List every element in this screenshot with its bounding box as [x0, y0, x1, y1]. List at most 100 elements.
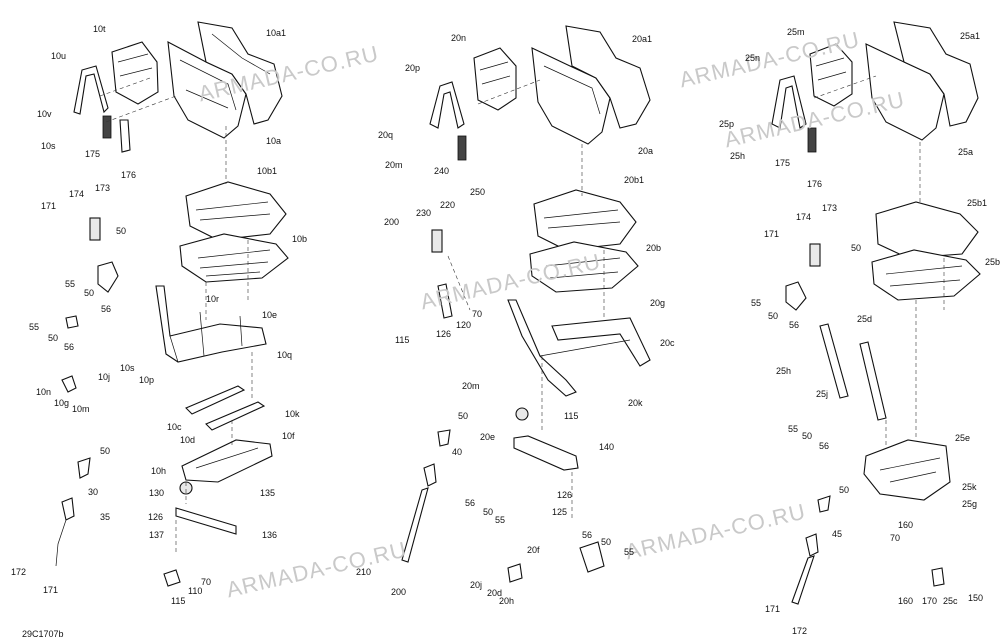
part-label: 10c — [167, 422, 182, 432]
part-label: 25h — [776, 366, 792, 376]
panel-2-artwork — [401, 25, 651, 583]
part-label: 125 — [552, 507, 568, 517]
part-label: 210 — [356, 567, 372, 577]
part-label: 45 — [832, 529, 843, 539]
part-label: 150 — [968, 593, 984, 603]
part-label: 220 — [440, 200, 456, 210]
part-label: 20e — [480, 432, 496, 442]
part-label: 35 — [100, 512, 111, 522]
part-label: 10e — [262, 310, 278, 320]
part-label: 20n — [451, 33, 467, 43]
part-label: 25a1 — [960, 31, 981, 41]
part-label: 55 — [788, 424, 799, 434]
part-label: 50 — [116, 226, 127, 236]
part-label: 10k — [285, 409, 300, 419]
part-label: 126 — [148, 512, 164, 522]
part-label: 25h — [730, 151, 746, 161]
part-label: 25n — [745, 53, 761, 63]
part-label: 25j — [816, 389, 829, 399]
part-label: 20h — [499, 596, 515, 606]
part-label: 10j — [98, 372, 111, 382]
part-label: 10t — [93, 24, 106, 34]
part-label: 140 — [599, 442, 615, 452]
part-label: 56 — [819, 441, 830, 451]
part-label: 135 — [260, 488, 276, 498]
part-label: 10f — [282, 431, 295, 441]
part-label: 174 — [796, 212, 812, 222]
part-label: 25c — [943, 596, 958, 606]
part-label: 126 — [436, 329, 452, 339]
part-label: 25b1 — [967, 198, 988, 208]
part-label: 126 — [557, 490, 573, 500]
part-label: 25m — [787, 27, 805, 37]
part-label: 55 — [65, 279, 76, 289]
part-label: 50 — [458, 411, 469, 421]
part-label: 200 — [384, 217, 400, 227]
part-label: 176 — [807, 179, 823, 189]
part-label: 25b — [985, 257, 1000, 267]
part-label: 171 — [43, 585, 59, 595]
part-label: 56 — [582, 530, 593, 540]
part-label: 25d — [857, 314, 873, 324]
part-label: 10b1 — [257, 166, 278, 176]
part-label: 250 — [470, 187, 486, 197]
part-label: 115 — [564, 411, 579, 421]
part-label: 10b — [292, 234, 308, 244]
part-label: 40 — [452, 447, 463, 457]
part-label: 10v — [37, 109, 52, 119]
part-label: 175 — [775, 158, 791, 168]
part-label: 20m — [385, 160, 403, 170]
part-label: 10d — [180, 435, 196, 445]
part-label: 25g — [962, 499, 978, 509]
part-label: 20k — [628, 398, 643, 408]
part-label: 20m — [462, 381, 480, 391]
part-label: 230 — [416, 208, 432, 218]
part-label: 25a — [958, 147, 974, 157]
part-label: 70 — [201, 577, 212, 587]
part-label: 240 — [434, 166, 450, 176]
part-label: 10s — [41, 141, 56, 151]
part-label: 50 — [483, 507, 494, 517]
part-label: 10p — [139, 375, 155, 385]
diagram-reference-code: 29C1707b — [22, 629, 64, 639]
part-label: 10a1 — [266, 28, 287, 38]
part-label: 172 — [792, 626, 808, 636]
part-label: 10s — [120, 363, 135, 373]
part-label: 50 — [84, 288, 95, 298]
part-label: 50 — [851, 243, 862, 253]
part-label: 10q — [277, 350, 293, 360]
part-label: 20a1 — [632, 34, 653, 44]
part-label: 56 — [465, 498, 476, 508]
part-label: 171 — [764, 229, 780, 239]
part-label: 20j — [470, 580, 483, 590]
panel-1-artwork — [55, 21, 289, 587]
part-label: 50 — [839, 485, 850, 495]
part-label: 137 — [149, 530, 165, 540]
part-label: 20b1 — [624, 175, 645, 185]
part-label: 30 — [88, 487, 99, 497]
panel-3-artwork — [771, 21, 981, 605]
part-label: 171 — [765, 604, 781, 614]
part-label: 172 — [11, 567, 27, 577]
part-label: 20g — [650, 298, 666, 308]
part-label: 25e — [955, 433, 971, 443]
part-label: 70 — [890, 533, 901, 543]
part-label: 20d — [487, 588, 503, 598]
part-label: 130 — [149, 488, 165, 498]
part-label: 55 — [624, 547, 635, 557]
part-label: 174 — [69, 189, 85, 199]
part-label: 200 — [391, 587, 407, 597]
part-label: 170 — [922, 596, 938, 606]
part-label: 173 — [822, 203, 838, 213]
part-label: 171 — [41, 201, 57, 211]
part-label: 10u — [51, 51, 67, 61]
part-label: 115 — [395, 335, 410, 345]
part-label: 20q — [378, 130, 394, 140]
part-label: 176 — [121, 170, 137, 180]
part-label: 56 — [789, 320, 800, 330]
part-label: 50 — [802, 431, 813, 441]
part-label: 20p — [405, 63, 421, 73]
part-label: 10h — [151, 466, 167, 476]
part-label: 25p — [719, 119, 735, 129]
part-label: 50 — [768, 311, 779, 321]
